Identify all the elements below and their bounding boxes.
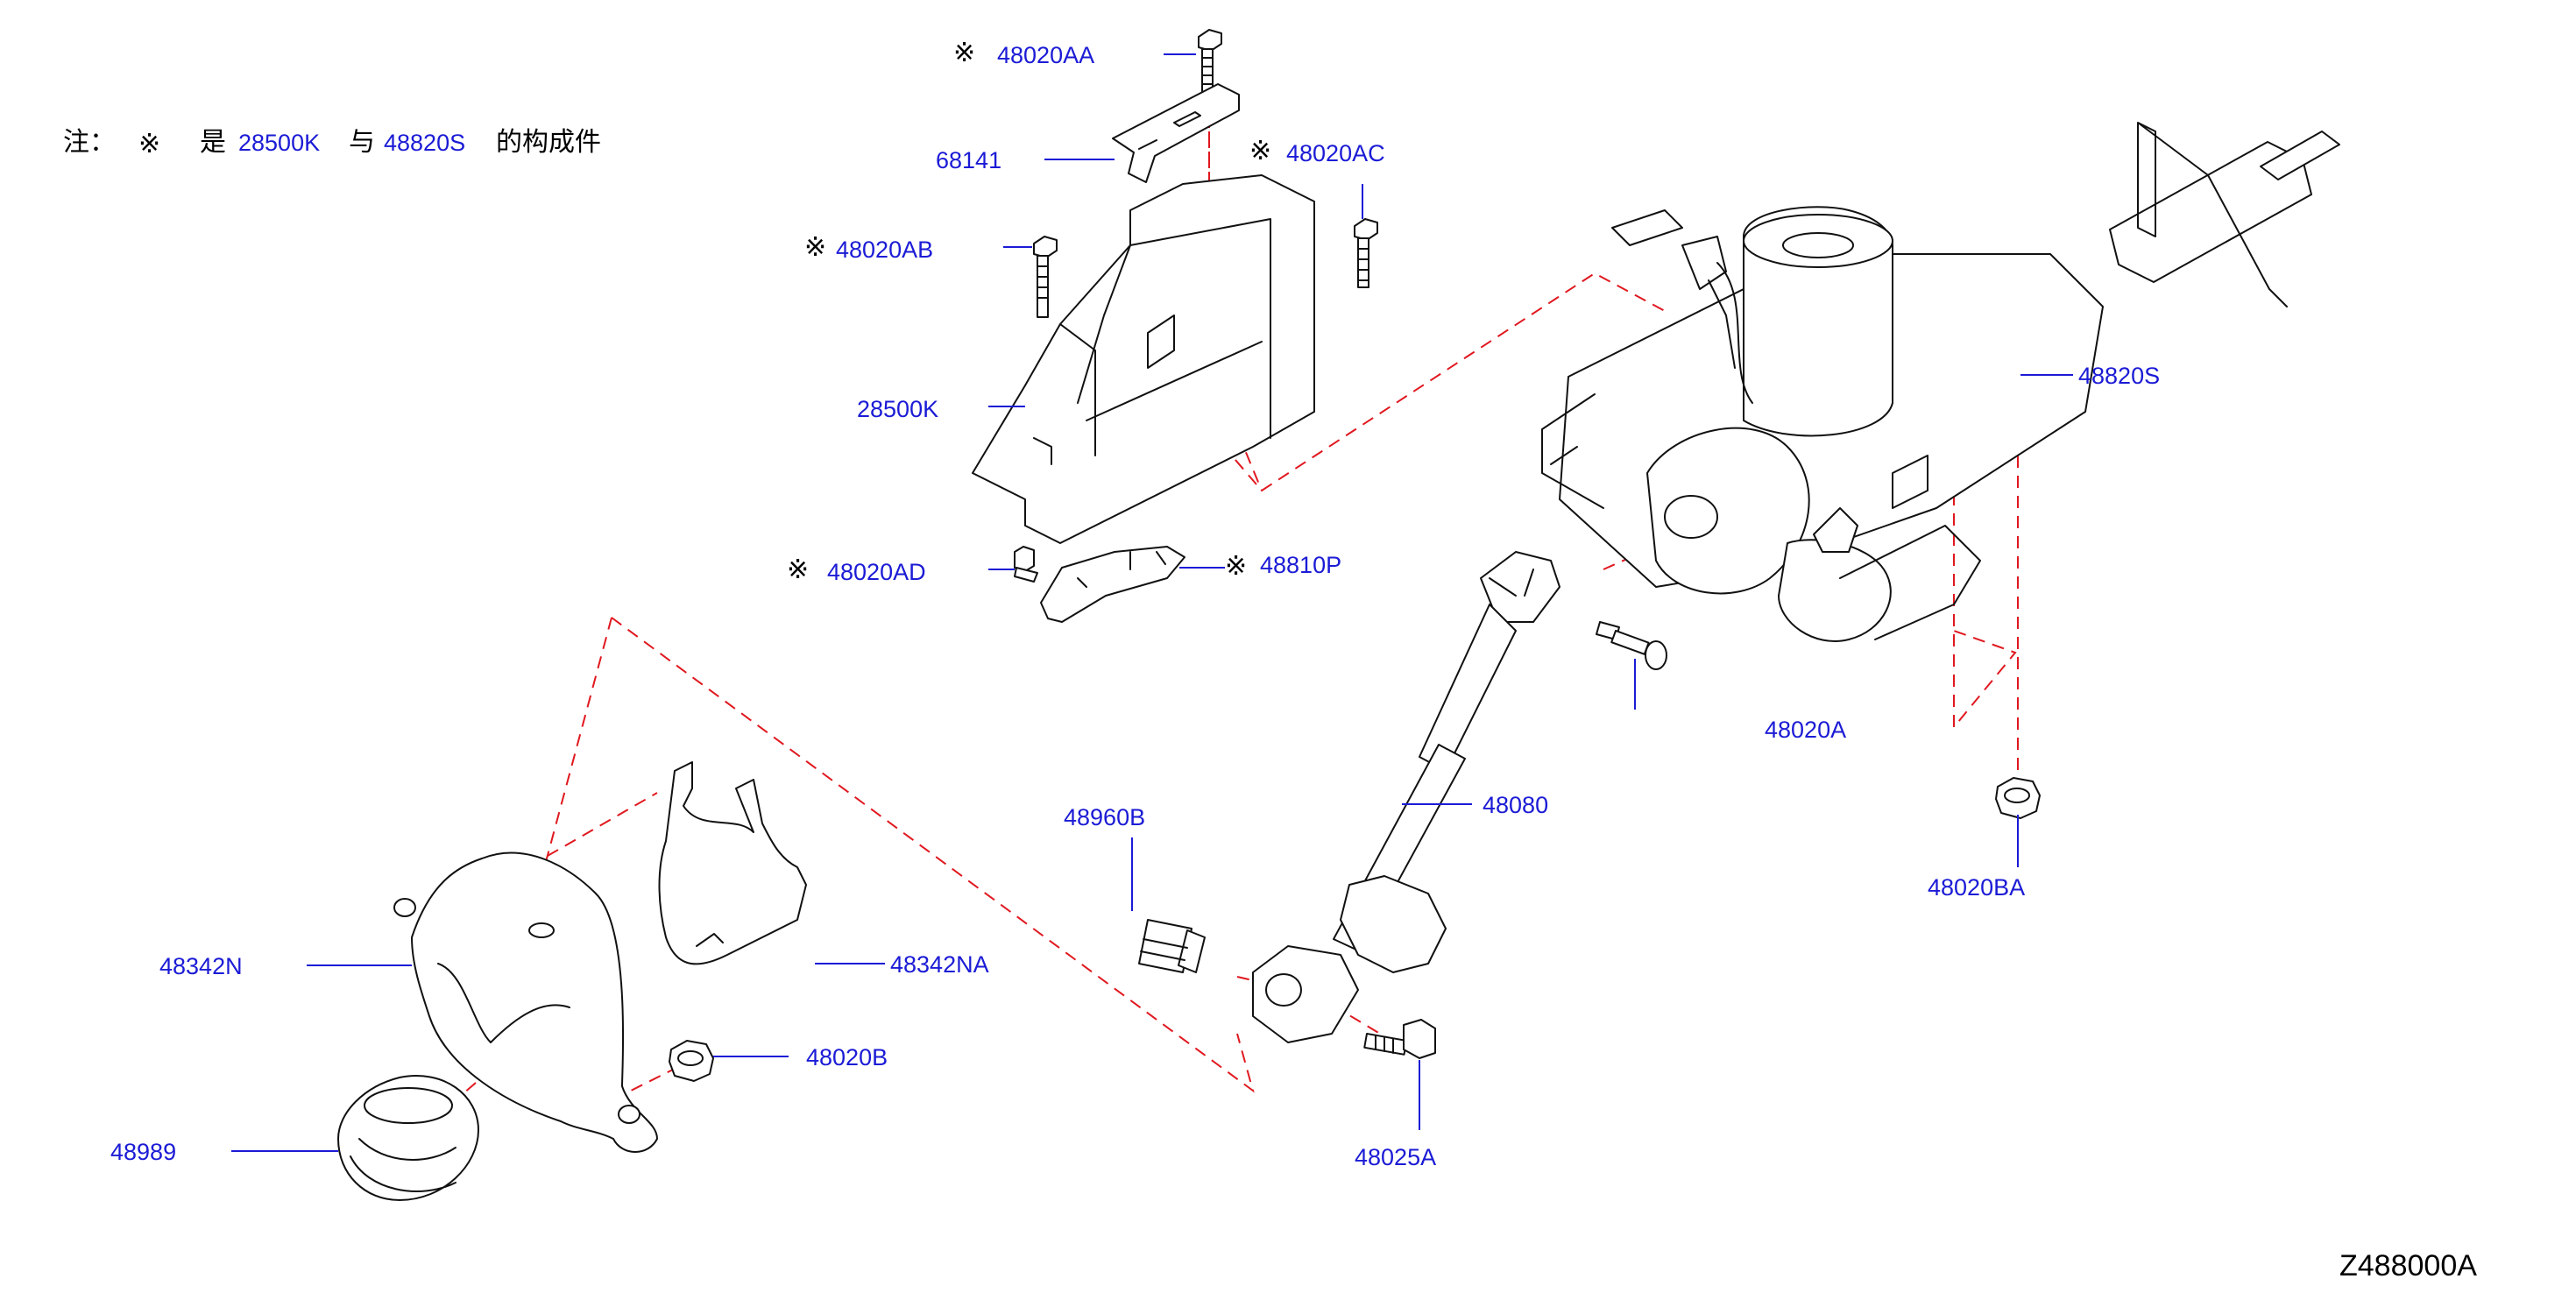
cover-48342na-drawing — [658, 761, 807, 965]
callout-48989: 48989 — [110, 1139, 176, 1165]
callout-48960b: 48960B — [1064, 804, 1145, 830]
bracket-68141-drawing — [1112, 83, 1240, 183]
column-48820s-drawing — [1541, 122, 2340, 642]
nut-48020ba-drawing — [1995, 777, 2041, 819]
seal-48989-drawing — [337, 1075, 479, 1201]
note-prefix: 注： — [63, 128, 116, 157]
phantom-48020a — [1953, 473, 2017, 730]
callout-48020ab: 48020AB — [836, 237, 933, 263]
note-part-b: 48820S — [384, 130, 465, 156]
shaft-48080-drawing — [1252, 551, 1560, 1043]
callout-48020ad: 48020AD — [827, 559, 926, 585]
callout-48025a: 48025A — [1355, 1144, 1436, 1170]
callout-48020ac: 48020AC — [1286, 140, 1385, 166]
bolt-48020ab-drawing — [1033, 236, 1058, 318]
bolt-48020a-drawing — [1596, 621, 1667, 670]
callout-48080: 48080 — [1483, 792, 1548, 818]
note-mark: ※ — [138, 129, 160, 159]
callout-48020aa: 48020AA — [997, 42, 1094, 68]
bolt-48020aa-drawing — [1198, 29, 1222, 94]
bolt-48020ac-drawing — [1354, 218, 1378, 288]
callout-mark-48020ab: ※ — [804, 232, 826, 263]
note-suffix: 的构成件 — [496, 128, 601, 157]
ecu-28500k-drawing — [972, 174, 1315, 544]
callout-48810p: 48810P — [1260, 552, 1341, 578]
callouts: ※ 48020AA 68141 ※ 48020AC ※ 48020AB 2850… — [110, 38, 2160, 1170]
bracket-48810p-drawing — [1040, 546, 1185, 623]
note-and: 与 — [349, 128, 375, 157]
callout-mark-48810p: ※ — [1225, 551, 1247, 582]
bolt-48025a-drawing — [1363, 1019, 1436, 1059]
nut-48020b-drawing — [669, 1040, 714, 1082]
callout-mark-48020ad: ※ — [787, 555, 809, 585]
callout-48020a: 48020A — [1765, 717, 1846, 743]
note-part-a: 28500K — [238, 130, 320, 156]
clip-48020ad-drawing — [1014, 546, 1038, 583]
callout-mark-48020ac: ※ — [1249, 136, 1271, 166]
callout-mark-48020aa: ※ — [953, 38, 975, 68]
callout-48820s: 48820S — [2078, 363, 2160, 389]
phantom-down — [542, 617, 612, 873]
note: 注： ※ 是 28500K 与 48820S 的构成件 — [63, 128, 601, 159]
leader-lines — [231, 53, 2073, 1152]
phantom-ecu-to-column — [1208, 272, 1666, 492]
insulator-48960b-drawing — [1138, 919, 1206, 973]
diagram-ref-code: Z488000A — [2339, 1249, 2477, 1282]
callout-48342n: 48342N — [159, 953, 243, 979]
callout-48020ba: 48020BA — [1928, 874, 2025, 901]
callout-48342na: 48342NA — [890, 951, 989, 978]
callout-48020b: 48020B — [806, 1044, 888, 1070]
callout-68141: 68141 — [936, 147, 1001, 173]
phantom-long — [611, 617, 1255, 1093]
note-is: 是 — [200, 128, 226, 157]
callout-28500k: 28500K — [857, 396, 938, 422]
cover-48342n-drawing — [393, 851, 658, 1153]
